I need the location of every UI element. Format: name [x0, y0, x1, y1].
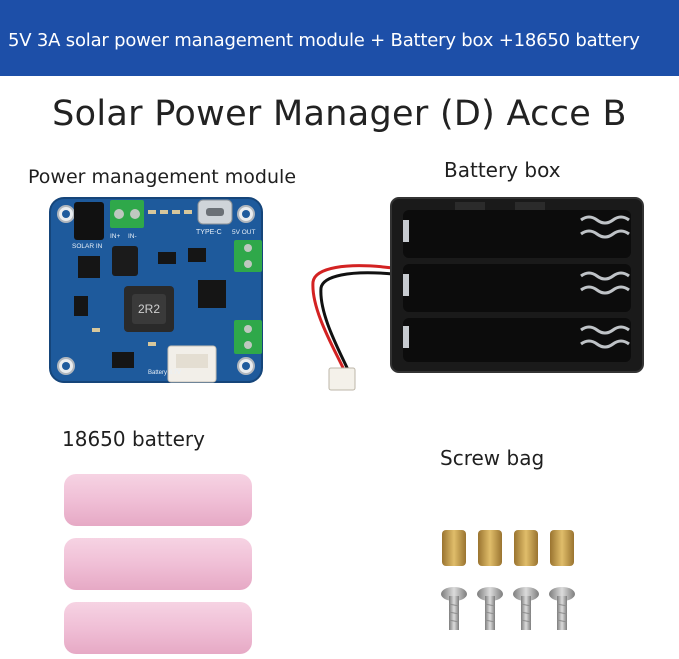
- battery-box-image: [311, 197, 644, 391]
- label-18650-battery: 18650 battery: [62, 427, 205, 451]
- screw-bag-image: [441, 530, 575, 630]
- label-power-module: Power management module: [28, 166, 297, 188]
- silk-battery: Battery 3.7V: [148, 370, 181, 376]
- silk-in-minus: IN-: [128, 233, 137, 240]
- silk-in-plus: IN+: [110, 233, 121, 240]
- silk-solar-in: SOLAR IN: [72, 243, 103, 250]
- power-module-image: TYPE-C 5V OUT SOLAR IN IN+ IN- 2R2 Batte…: [49, 197, 263, 383]
- silk-inductor: 2R2: [138, 302, 160, 316]
- label-battery-box: Battery box: [444, 158, 561, 182]
- silk-type-c: TYPE-C: [196, 229, 222, 236]
- batteries-image: [64, 474, 252, 654]
- label-screw-bag: Screw bag: [440, 446, 545, 470]
- banner-text: 5V 3A solar power management module + Ba…: [8, 30, 640, 51]
- header-banner: 5V 3A solar power management module + Ba…: [0, 0, 679, 76]
- silk-5v-out: 5V OUT: [232, 229, 256, 236]
- page-title: Solar Power Manager (D) Acce B: [52, 94, 627, 134]
